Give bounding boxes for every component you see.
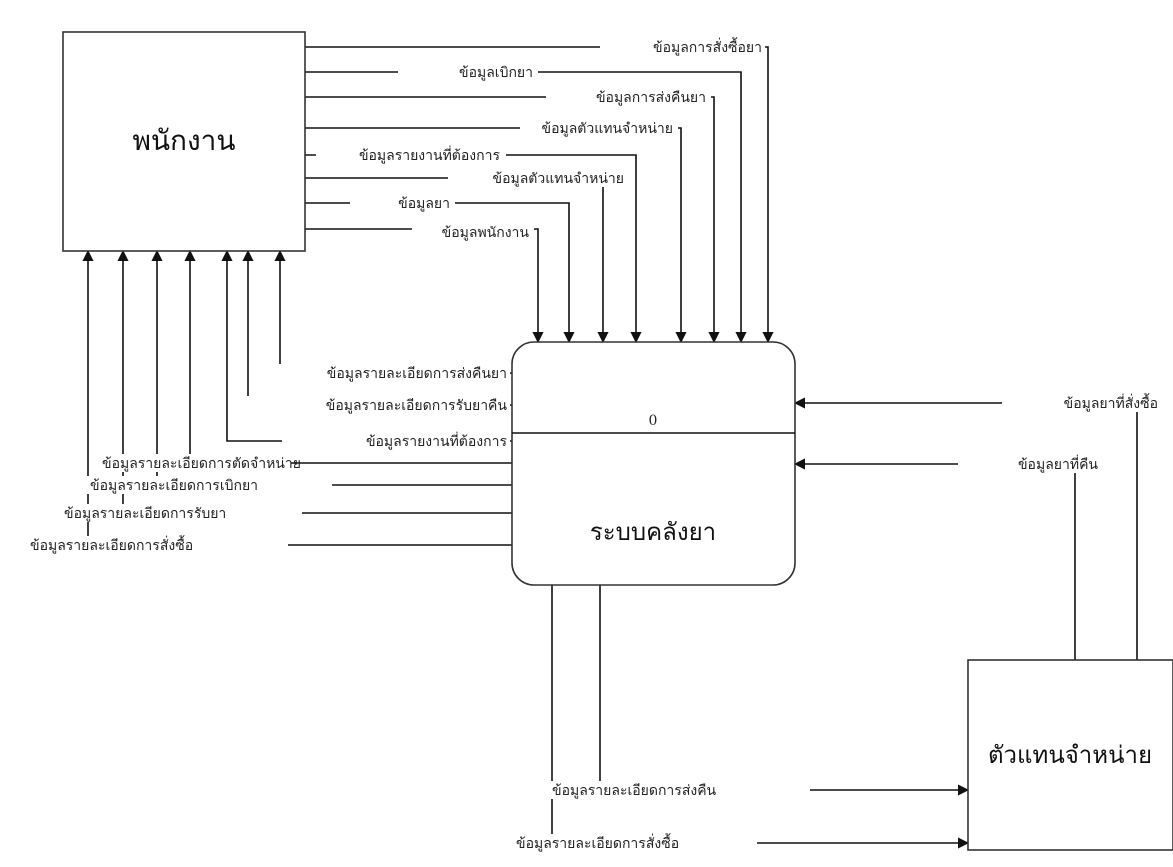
employee-entity-label: พนักงาน [132, 124, 235, 157]
supplier-line-1 [793, 397, 1138, 660]
flow-label-1: ข้อมูลการสั่งซื้อยา [653, 37, 762, 56]
labels-to-process: ข้อมูลการสั่งซื้อยา ข้อมูลเบิกยา ข้อมูลก… [316, 37, 765, 241]
process-name: ระบบคลังยา [590, 518, 716, 546]
labels-to-supplier: ข้อมูลรายละเอียดการส่งคืน ข้อมูลรายละเอี… [512, 781, 810, 852]
labels-from-supplier: ข้อมูลยาที่สั่งซื้อ ข้อมูลยาที่คืน [958, 393, 1162, 473]
flows-to-supplier [551, 585, 970, 849]
return-line-4 [184, 249, 512, 464]
out-line-1 [599, 585, 970, 796]
supplier-label-1: ข้อมูลยาที่สั่งซื้อ [1064, 393, 1158, 412]
flows-from-supplier [793, 397, 1138, 660]
flow-label-7: ข้อมูลยา [398, 196, 450, 212]
flow-line-4 [305, 127, 687, 344]
flow-label-2: ข้อมูลเบิกยา [459, 65, 533, 81]
return-label-6: ข้อมูลรายละเอียดการรับยา [64, 506, 226, 522]
process-number: 0 [649, 413, 658, 429]
out-label-1: ข้อมูลรายละเอียดการส่งคืน [552, 783, 717, 799]
return-label-7: ข้อมูลรายละเอียดการสั่งซื้อ [30, 535, 193, 554]
process-box [511, 341, 796, 586]
supplier-line-2 [793, 458, 1076, 660]
return-line-1 [274, 249, 512, 374]
flow-label-8: ข้อมูลพนักงาน [442, 225, 530, 241]
flow-label-4: ข้อมูลตัวแทนจำหน่าย [542, 121, 674, 137]
labels-to-employee: ข้อมูลรายละเอียดการส่งคืนยา ข้อมูลรายละเ… [26, 364, 510, 554]
flow-label-5: ข้อมูลรายงานที่ต้องการ [359, 146, 501, 164]
flow-label-6: ข้อมูลตัวแทนจำหน่าย [493, 171, 625, 187]
supplier-entity-box [967, 659, 1173, 851]
flow-line-3 [305, 96, 720, 344]
flow-line-1 [305, 46, 774, 344]
out-line-2 [551, 585, 970, 849]
return-label-3: ข้อมูลรายงานที่ต้องการ [366, 432, 508, 450]
return-label-1: ข้อมูลรายละเอียดการส่งคืนยา [327, 366, 507, 382]
supplier-label-2: ข้อมูลยาที่คืน [1018, 455, 1098, 473]
flow-line-8 [305, 228, 544, 344]
return-label-2: ข้อมูลรายละเอียดการรับยาคืน [326, 398, 508, 414]
return-label-5: ข้อมูลรายละเอียดการเบิกยา [90, 478, 258, 494]
employee-entity-box [62, 31, 306, 252]
return-label-4: ข้อมูลรายละเอียดการตัดจำหน่าย [102, 456, 301, 472]
out-label-2: ข้อมูลรายละเอียดการสั่งซื้อ [516, 833, 679, 852]
supplier-entity-label: ตัวแทนจำหน่าย [988, 741, 1152, 769]
flow-label-3: ข้อมูลการส่งคืนยา [596, 90, 706, 106]
